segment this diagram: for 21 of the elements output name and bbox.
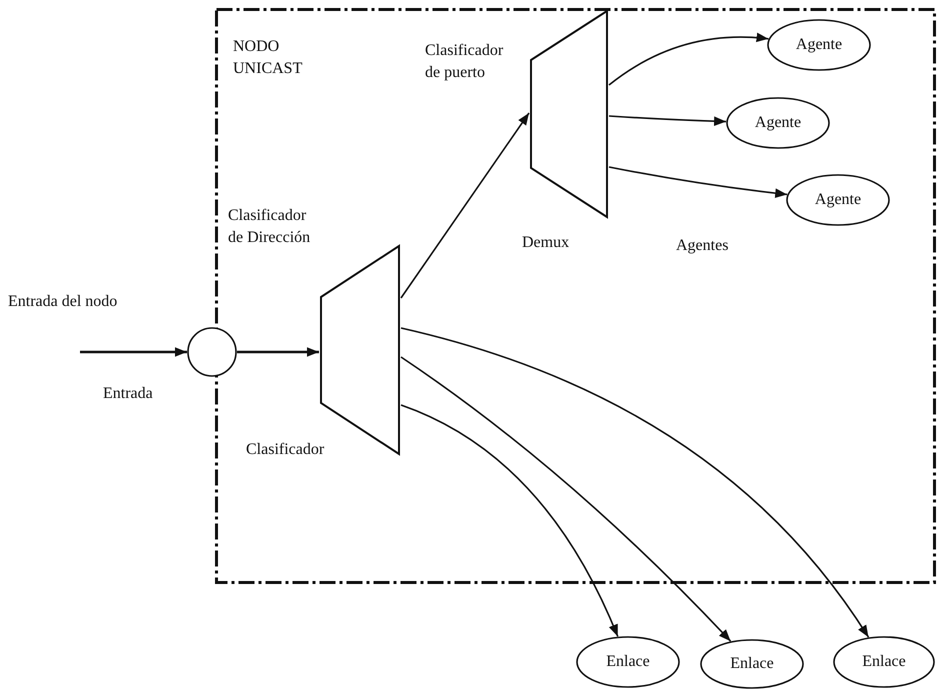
node-label: Enlace bbox=[729, 654, 775, 674]
arrow bbox=[400, 327, 870, 638]
arrow bbox=[608, 115, 726, 126]
node-label: Agente bbox=[814, 190, 862, 210]
component-label: Clasificador de puerto bbox=[425, 41, 504, 83]
arrow bbox=[80, 347, 187, 357]
node-label: Enlace bbox=[605, 652, 651, 672]
node-label: Agente bbox=[794, 35, 844, 55]
arrow bbox=[400, 404, 619, 637]
component-label: Clasificador bbox=[246, 440, 326, 460]
arrow bbox=[608, 166, 788, 198]
arrow bbox=[400, 356, 732, 642]
region-title: NODO UNICAST bbox=[233, 37, 304, 79]
component-label: Demux bbox=[522, 233, 570, 253]
arrow bbox=[237, 347, 319, 357]
node-label: Enlace bbox=[861, 652, 907, 672]
component-label: Clasificador de Dirección bbox=[228, 206, 312, 248]
arrow bbox=[608, 32, 769, 86]
node-caption: Entrada bbox=[103, 384, 153, 404]
node-label: Agente bbox=[754, 113, 802, 133]
arrow bbox=[400, 112, 530, 298]
